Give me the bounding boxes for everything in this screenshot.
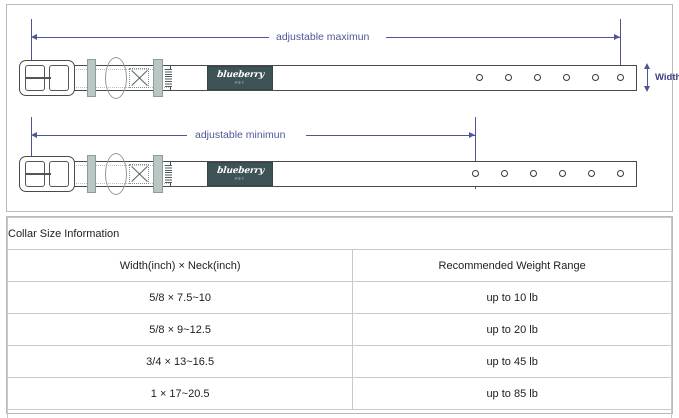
brand-patch-max: blueberry PET — [207, 66, 273, 90]
eyelet — [505, 74, 512, 81]
table-header-row: Width(inch) × Neck(inch) Recommended Wei… — [6, 249, 672, 282]
collar-diagram-panel: adjustable maximun blueberry P — [6, 4, 679, 212]
table-row: 1 × 17~20.5 up to 85 lb — [6, 377, 672, 410]
buckle-pin-plate-min — [49, 161, 69, 187]
width-arrow-down — [644, 86, 650, 92]
cell-size: 1 × 17~20.5 — [6, 377, 354, 410]
collar-size-table: Collar Size Information Width(inch) × Ne… — [6, 217, 672, 418]
buckle-center-bar-max — [25, 77, 51, 79]
eyelet — [617, 170, 624, 177]
collar-diagram-max: adjustable maximun blueberry P — [7, 5, 679, 211]
table-row: 3/4 × 13~16.5 up to 45 lb — [6, 345, 672, 378]
eyelet — [476, 74, 483, 81]
ribbed-detail-min — [165, 165, 172, 183]
eyelet — [472, 170, 479, 177]
eyelet — [617, 74, 624, 81]
buckle-center-bar-min — [25, 173, 51, 175]
dim-ext-line-right-max — [620, 19, 621, 85]
cell-weight: up to 20 lb — [352, 313, 672, 346]
cell-size: 3/4 × 13~16.5 — [6, 345, 354, 378]
brand-sub-max: PET — [235, 80, 245, 85]
cell-weight: up to 85 lb — [352, 377, 672, 410]
d-ring-max — [105, 57, 127, 99]
table-row: 5/8 × 9~12.5 up to 20 lb — [6, 313, 672, 346]
keeper-loop-1-max — [87, 59, 96, 97]
ribbed-detail-max — [165, 69, 172, 87]
size-table-panel: Collar Size Information Width(inch) × Ne… — [6, 216, 673, 418]
dim-line-max-left — [34, 37, 269, 38]
eyelet — [501, 170, 508, 177]
dim-ext-line-left-min — [31, 117, 32, 167]
dim-arrow-right-max — [614, 34, 620, 40]
keeper-loop-1-min — [87, 155, 96, 193]
column-header-size: Width(inch) × Neck(inch) — [6, 249, 354, 282]
dim-label-min: adjustable minimun — [191, 129, 290, 141]
eyelet — [530, 170, 537, 177]
cell-size: 5/8 × 7.5~10 — [6, 281, 354, 314]
dim-ext-line-left-max — [31, 19, 32, 67]
width-dim-line — [647, 66, 648, 90]
eyelet — [588, 170, 595, 177]
dim-arrow-right-min — [469, 132, 475, 138]
d-ring-min — [105, 153, 127, 195]
table-caption-row: Collar Size Information — [7, 217, 672, 250]
collar-diagram-min: adjustable minimun blueberry P — [7, 5, 672, 211]
brand-name-min: blueberry — [216, 166, 265, 177]
table-tips-row: Tips: Measure the circumference of pet's… — [7, 409, 672, 418]
table-row: 5/8 × 7.5~10 up to 10 lb — [6, 281, 672, 314]
table-caption: Collar Size Information — [7, 217, 672, 250]
keeper-loop-2-max — [153, 59, 163, 97]
eyelet — [563, 74, 570, 81]
dim-line-max-right — [386, 37, 620, 38]
dim-ext-line-right-min — [475, 117, 476, 189]
width-label: Width — [655, 72, 679, 83]
cross-stitch-box-min — [129, 164, 149, 184]
dim-line-min-right — [306, 135, 475, 136]
cell-size: 5/8 × 9~12.5 — [6, 313, 354, 346]
cell-weight: up to 10 lb — [352, 281, 672, 314]
dim-line-min-left — [34, 135, 187, 136]
dim-label-max: adjustable maximun — [272, 31, 374, 43]
tips-text: Tips: Measure the circumference of pet's… — [7, 409, 672, 418]
brand-sub-min: PET — [235, 176, 245, 181]
dim-arrow-left-min — [31, 132, 37, 138]
column-header-weight: Recommended Weight Range — [352, 249, 672, 282]
brand-patch-min: blueberry PET — [207, 162, 273, 186]
cell-weight: up to 45 lb — [352, 345, 672, 378]
keeper-loop-2-min — [153, 155, 163, 193]
eyelet — [559, 170, 566, 177]
eyelet — [534, 74, 541, 81]
cross-stitch-box-max — [129, 68, 149, 88]
eyelet — [592, 74, 599, 81]
dim-arrow-left-max — [31, 34, 37, 40]
width-arrow-up — [644, 63, 650, 69]
